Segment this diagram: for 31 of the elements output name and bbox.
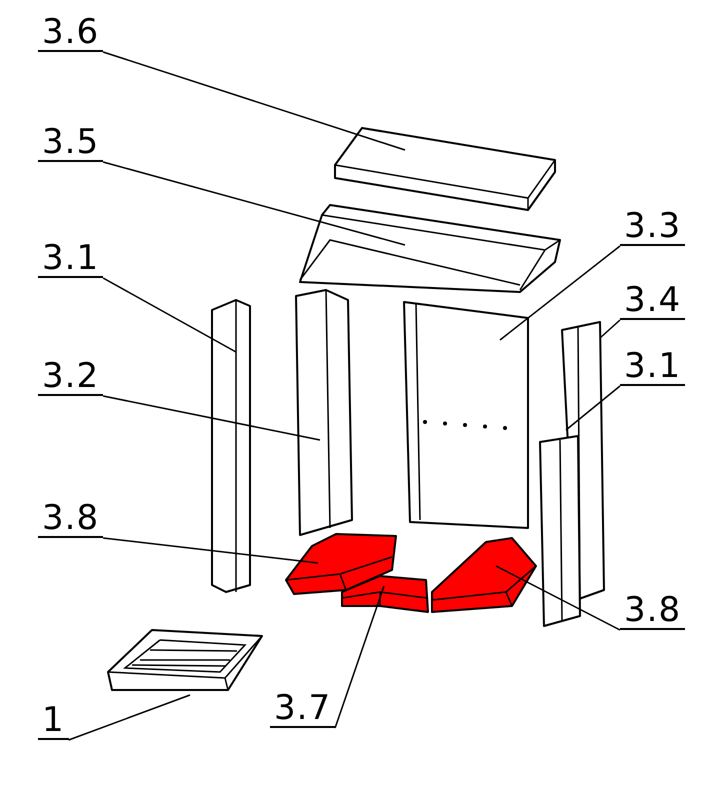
leader-line xyxy=(496,565,620,631)
callout-number: 3.6 xyxy=(38,14,104,52)
leader-line xyxy=(334,586,385,728)
callout-number: 3.8 xyxy=(620,592,686,630)
leader-line xyxy=(102,277,236,353)
back-brick xyxy=(295,289,353,536)
leader-line xyxy=(500,245,620,341)
floor-brick xyxy=(431,537,537,613)
leader-line xyxy=(102,161,406,246)
leader-line xyxy=(103,537,318,564)
ash-pan-drawing xyxy=(107,629,263,691)
leader-line xyxy=(102,51,406,151)
callout-number: 3.1 xyxy=(620,348,686,386)
back-brick xyxy=(403,301,529,529)
side-brick xyxy=(211,299,251,593)
callout-number: 3.5 xyxy=(38,124,104,162)
callout-number: 3.3 xyxy=(620,208,686,246)
callout-number: 3.4 xyxy=(620,282,686,320)
side-brick xyxy=(539,435,581,627)
floor-brick xyxy=(341,575,429,613)
leader-line xyxy=(102,395,320,441)
leader-line xyxy=(566,385,620,431)
callout-number: 3.2 xyxy=(38,358,104,396)
callout-number: 1 xyxy=(38,702,69,740)
top-plate xyxy=(334,127,556,211)
callout-number: 3.1 xyxy=(38,240,104,278)
callout-number: 3.8 xyxy=(38,500,104,538)
callout-number: 3.7 xyxy=(270,690,336,728)
leader-line xyxy=(600,319,620,339)
leader-line xyxy=(68,694,190,741)
baffle-plate xyxy=(299,204,561,293)
